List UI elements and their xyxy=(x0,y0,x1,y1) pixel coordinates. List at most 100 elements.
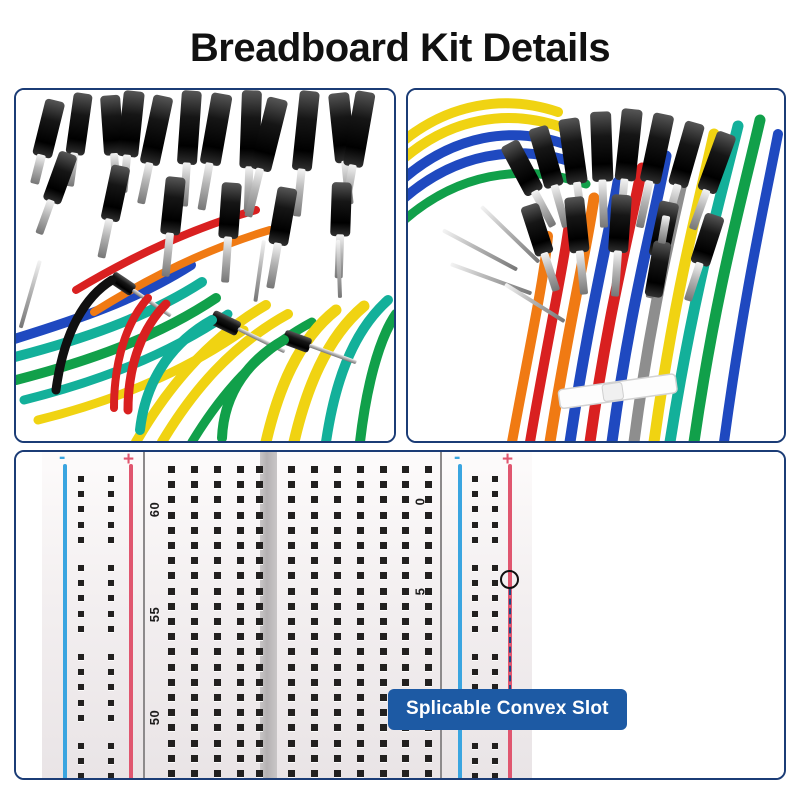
breadboard-hole xyxy=(108,476,114,482)
breadboard-hole xyxy=(237,770,244,777)
breadboard-left-rail-minus-sign: - xyxy=(59,452,66,468)
breadboard-hole xyxy=(288,481,295,489)
breadboard-hole xyxy=(256,587,263,595)
breadboard-hole xyxy=(168,557,175,565)
breadboard-hole xyxy=(191,663,198,671)
breadboard-hole xyxy=(191,511,198,519)
breadboard-hole xyxy=(168,572,175,580)
breadboard-hole xyxy=(256,739,263,747)
breadboard-hole xyxy=(402,466,409,473)
breadboard-hole xyxy=(380,466,387,473)
breadboard-hole xyxy=(357,739,364,747)
breadboard-hole xyxy=(191,602,198,610)
breadboard-hole xyxy=(237,678,244,686)
breadboard-hole xyxy=(168,542,175,549)
breadboard-hole xyxy=(108,625,114,632)
breadboard-hole xyxy=(78,491,84,498)
breadboard-hole xyxy=(402,511,409,519)
breadboard-hole xyxy=(425,618,432,625)
breadboard-left-rail-negative-line xyxy=(63,464,67,778)
breadboard-hole xyxy=(168,694,175,701)
breadboard-right-rail-plus-sign: + xyxy=(502,452,514,470)
breadboard-hole xyxy=(168,618,175,625)
breadboard-hole xyxy=(492,684,498,691)
breadboard-right-rail-negative-line xyxy=(458,464,462,778)
breadboard-hole xyxy=(472,595,478,602)
breadboard-hole xyxy=(380,602,387,610)
breadboard-hole xyxy=(191,496,198,504)
breadboard-hole xyxy=(256,496,263,504)
breadboard-hole xyxy=(108,699,114,706)
breadboard-hole xyxy=(334,739,341,747)
breadboard-hole xyxy=(472,565,478,571)
breadboard-hole xyxy=(237,496,244,504)
breadboard-hole xyxy=(425,754,432,762)
breadboard-hole xyxy=(311,511,318,519)
breadboard-hole xyxy=(357,481,364,489)
breadboard-hole xyxy=(334,709,341,717)
breadboard-hole xyxy=(425,496,432,504)
breadboard-hole xyxy=(214,496,221,504)
breadboard-hole xyxy=(237,542,244,549)
breadboard-hole xyxy=(402,496,409,504)
breadboard-hole xyxy=(191,466,198,473)
breadboard-hole xyxy=(256,633,263,641)
breadboard-hole xyxy=(191,739,198,747)
breadboard-hole xyxy=(380,724,387,732)
breadboard-hole xyxy=(380,739,387,747)
breadboard-hole xyxy=(237,481,244,489)
breadboard-hole xyxy=(78,758,84,765)
breadboard-hole xyxy=(168,648,175,656)
breadboard-hole xyxy=(256,557,263,565)
breadboard-hole xyxy=(402,678,409,686)
breadboard-hole xyxy=(472,758,478,765)
breadboard-hole xyxy=(380,618,387,625)
breadboard-hole xyxy=(357,496,364,504)
breadboard-hole xyxy=(214,542,221,549)
breadboard-hole xyxy=(191,724,198,732)
jumper-wire-photo-left xyxy=(16,90,394,441)
breadboard-hole xyxy=(78,580,84,587)
breadboard-hole xyxy=(492,491,498,498)
breadboard-hole xyxy=(492,743,498,749)
breadboard-hole xyxy=(191,648,198,656)
breadboard-hole xyxy=(168,663,175,671)
breadboard-hole xyxy=(256,709,263,717)
breadboard-hole xyxy=(108,536,114,543)
breadboard-hole xyxy=(256,754,263,762)
jumper-wire-photo-right-panel xyxy=(406,88,786,443)
breadboard-hole xyxy=(334,663,341,671)
breadboard-hole xyxy=(311,754,318,762)
breadboard-hole xyxy=(108,654,114,660)
breadboard-hole xyxy=(214,770,221,777)
breadboard-hole xyxy=(492,580,498,587)
breadboard-hole xyxy=(108,684,114,691)
breadboard-hole xyxy=(288,709,295,717)
breadboard-hole xyxy=(78,654,84,660)
breadboard-seam-right xyxy=(440,452,442,778)
breadboard-hole xyxy=(334,754,341,762)
breadboard-hole xyxy=(168,739,175,747)
breadboard-hole xyxy=(168,770,175,777)
breadboard-hole xyxy=(492,669,498,676)
breadboard-hole xyxy=(425,526,432,534)
breadboard-hole xyxy=(334,466,341,473)
breadboard-hole xyxy=(472,491,478,498)
breadboard-hole xyxy=(334,724,341,732)
breadboard-hole xyxy=(357,542,364,549)
breadboard-hole xyxy=(78,506,84,513)
breadboard-hole xyxy=(256,678,263,686)
breadboard-hole xyxy=(78,699,84,706)
breadboard-hole xyxy=(380,481,387,489)
breadboard-hole xyxy=(191,481,198,489)
breadboard-hole xyxy=(492,595,498,602)
breadboard-hole xyxy=(214,557,221,565)
breadboard-hole xyxy=(256,618,263,625)
breadboard-hole xyxy=(334,678,341,686)
breadboard-hole xyxy=(402,739,409,747)
breadboard-hole xyxy=(425,542,432,549)
breadboard-hole xyxy=(334,648,341,656)
breadboard-hole xyxy=(380,648,387,656)
breadboard-hole xyxy=(256,542,263,549)
breadboard-hole xyxy=(214,709,221,717)
